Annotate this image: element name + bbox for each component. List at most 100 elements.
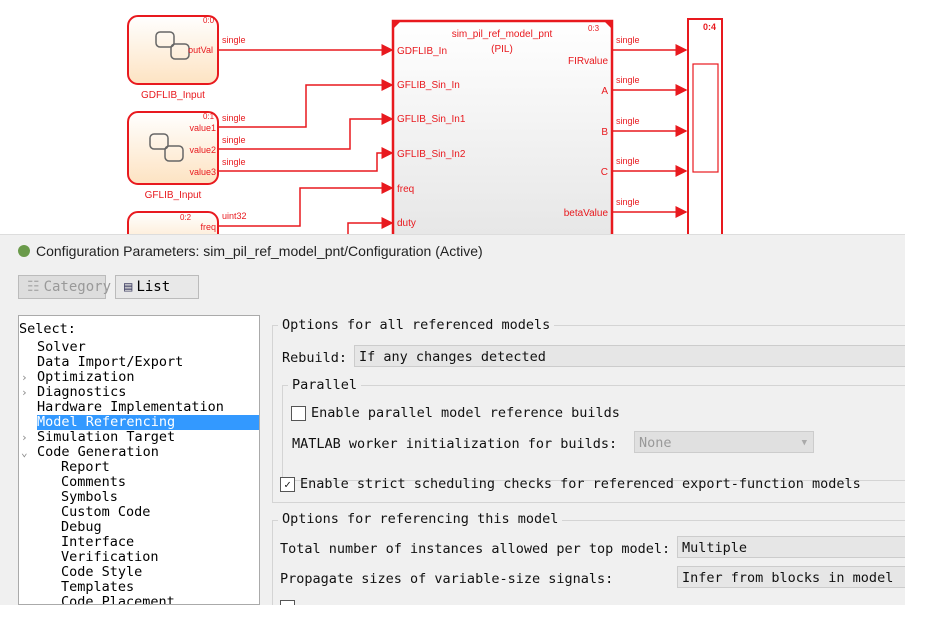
gflib-input-block[interactable]: 0:1 value1 value2 value3 GFLIB_Input [127,111,219,201]
input-port: GFLIB_Sin_In [397,80,460,91]
input-port: duty [397,218,416,229]
tree-item[interactable]: Data Import/Export [37,355,183,370]
tree-item-label: Templates [61,579,135,595]
tree-item[interactable]: Code Placement [61,595,175,605]
minimize-checkbox[interactable] [280,600,295,605]
chevron-down-icon: ▼ [801,438,807,448]
strict-scheduling-checkbox[interactable]: ✓ [280,477,295,492]
tree-item[interactable]: Solver [37,340,86,355]
propagate-sizes-dropdown[interactable]: Infer from blocks in model [677,566,905,588]
tree-item-label: Symbols [61,489,118,505]
group-title: Options for all referenced models [278,317,555,333]
output-port: C [601,167,608,178]
signal-type: uint32 [222,211,247,221]
parallel-group [282,385,905,481]
chart-icon [155,31,190,60]
category-view-button[interactable]: ☷Category [18,275,111,299]
model-block-title: sim_pil_ref_model_pnt [452,29,553,40]
input-port: GFLIB_Sin_In2 [397,149,466,160]
instances-label: Total number of instances allowed per to… [280,541,671,557]
model-referencing-panel: Options for all referenced models Rebuil… [268,315,905,605]
block-id: 0:1 [203,112,215,121]
simulink-diagram: 0:0 outVal GDFLIB_Input 0:1 value1 value… [127,15,723,234]
category-icon: ☷ [27,279,40,295]
port-label: outVal [188,45,213,55]
strict-scheduling-label: Enable strict scheduling checks for refe… [300,476,861,492]
tree-item-label: Hardware Implementation [37,399,224,415]
propagate-sizes-label: Propagate sizes of variable-size signals… [280,571,614,587]
chart-icon [149,133,184,162]
tree-item-label: Simulation Target [37,429,176,445]
tree-item[interactable]: Hardware Implementation [37,400,224,415]
worker-init-label: MATLAB worker initialization for builds: [292,436,618,452]
chevron-right-icon[interactable]: › [21,371,28,384]
tree-item[interactable]: › Optimization [21,369,135,385]
tree-item[interactable]: Code Style [61,565,142,580]
dialog-title: Configuration Parameters: sim_pil_ref_mo… [36,243,483,259]
signal-lines [218,44,688,234]
signal-type: single [222,113,246,123]
block-id: 0:4 [703,22,716,32]
tree-item[interactable]: Report [61,460,110,475]
chevron-right-icon[interactable]: › [21,431,28,444]
block-id: 0:0 [203,16,215,25]
output-port: betaValue [564,208,609,219]
dialog-title-bar: Configuration Parameters: sim_pil_ref_mo… [18,243,483,259]
tree-item-label: Report [61,459,110,475]
tree-item[interactable]: Custom Code [61,505,150,520]
referencing-this-model-group [272,520,905,605]
tree-item[interactable]: Debug [61,520,102,535]
worker-init-value: None [639,435,672,451]
chevron-down-icon[interactable]: ⌄ [21,446,28,459]
block-id: 0:3 [588,24,600,33]
tree-item[interactable]: Verification [61,550,159,565]
tree-item-label: Code Placement [61,594,175,605]
tree-item-label: Solver [37,339,86,355]
group-title: Parallel [288,377,362,393]
tree-item-label: Verification [61,549,159,565]
tree-item[interactable]: ›Diagnostics [21,385,126,400]
freq-input-block[interactable]: 0:2 freq [127,211,219,234]
input-port: GDFLIB_In [397,46,447,57]
block-id: 0:2 [180,213,192,222]
tree-item[interactable]: Comments [61,475,126,490]
tree-item[interactable]: Symbols [61,490,118,505]
simulink-gear-icon [18,245,30,257]
list-view-button[interactable]: ▤List [115,275,199,299]
output-port: A [601,86,608,97]
tree-item[interactable]: Templates [61,580,134,595]
tree-item-label: Comments [61,474,127,490]
scope-block[interactable]: 0:4 [687,18,723,234]
signal-type: single [616,197,640,207]
gdflib-input-block[interactable]: 0:0 outVal GDFLIB_Input [127,15,219,101]
worker-init-dropdown: None ▼ [634,431,814,453]
tree-item-label: Custom Code [61,504,151,520]
signal-type: single [222,35,246,45]
tree-item-label: Code Style [61,564,143,580]
instances-dropdown[interactable]: Multiple [677,536,905,558]
tree-header: Select: [19,321,76,337]
chevron-right-icon[interactable]: › [21,386,28,399]
tree-item-label: Debug [61,519,102,535]
signal-type: single [616,75,640,85]
category-label: Category [43,279,111,295]
tree-item[interactable]: › Simulation Target [21,429,176,445]
tree-item[interactable]: Interface [61,535,134,550]
list-label: List [136,279,171,295]
configuration-parameters-dialog: Configuration Parameters: sim_pil_ref_mo… [0,234,905,605]
output-port: FIRvalue [568,56,608,67]
port-label: value2 [189,145,216,155]
block-name: GDFLIB_Input [141,90,205,101]
tree-item[interactable]: Model Referencing [37,415,259,430]
port-label: freq [200,222,216,232]
tree-item-label: Interface [61,534,135,550]
parallel-builds-checkbox[interactable] [291,406,306,421]
tree-item-label: Optimization [37,369,135,385]
model-reference-block[interactable]: sim_pil_ref_model_pnt (PIL) 0:3 GDFLIB_I… [391,19,614,234]
tree-item[interactable]: ⌄Code Generation [21,445,159,460]
rebuild-dropdown[interactable]: If any changes detected [354,345,905,367]
tree-item-label: Data Import/Export [37,354,184,370]
input-port: GFLIB_Sin_In1 [397,114,466,125]
list-icon: ▤ [124,279,133,295]
